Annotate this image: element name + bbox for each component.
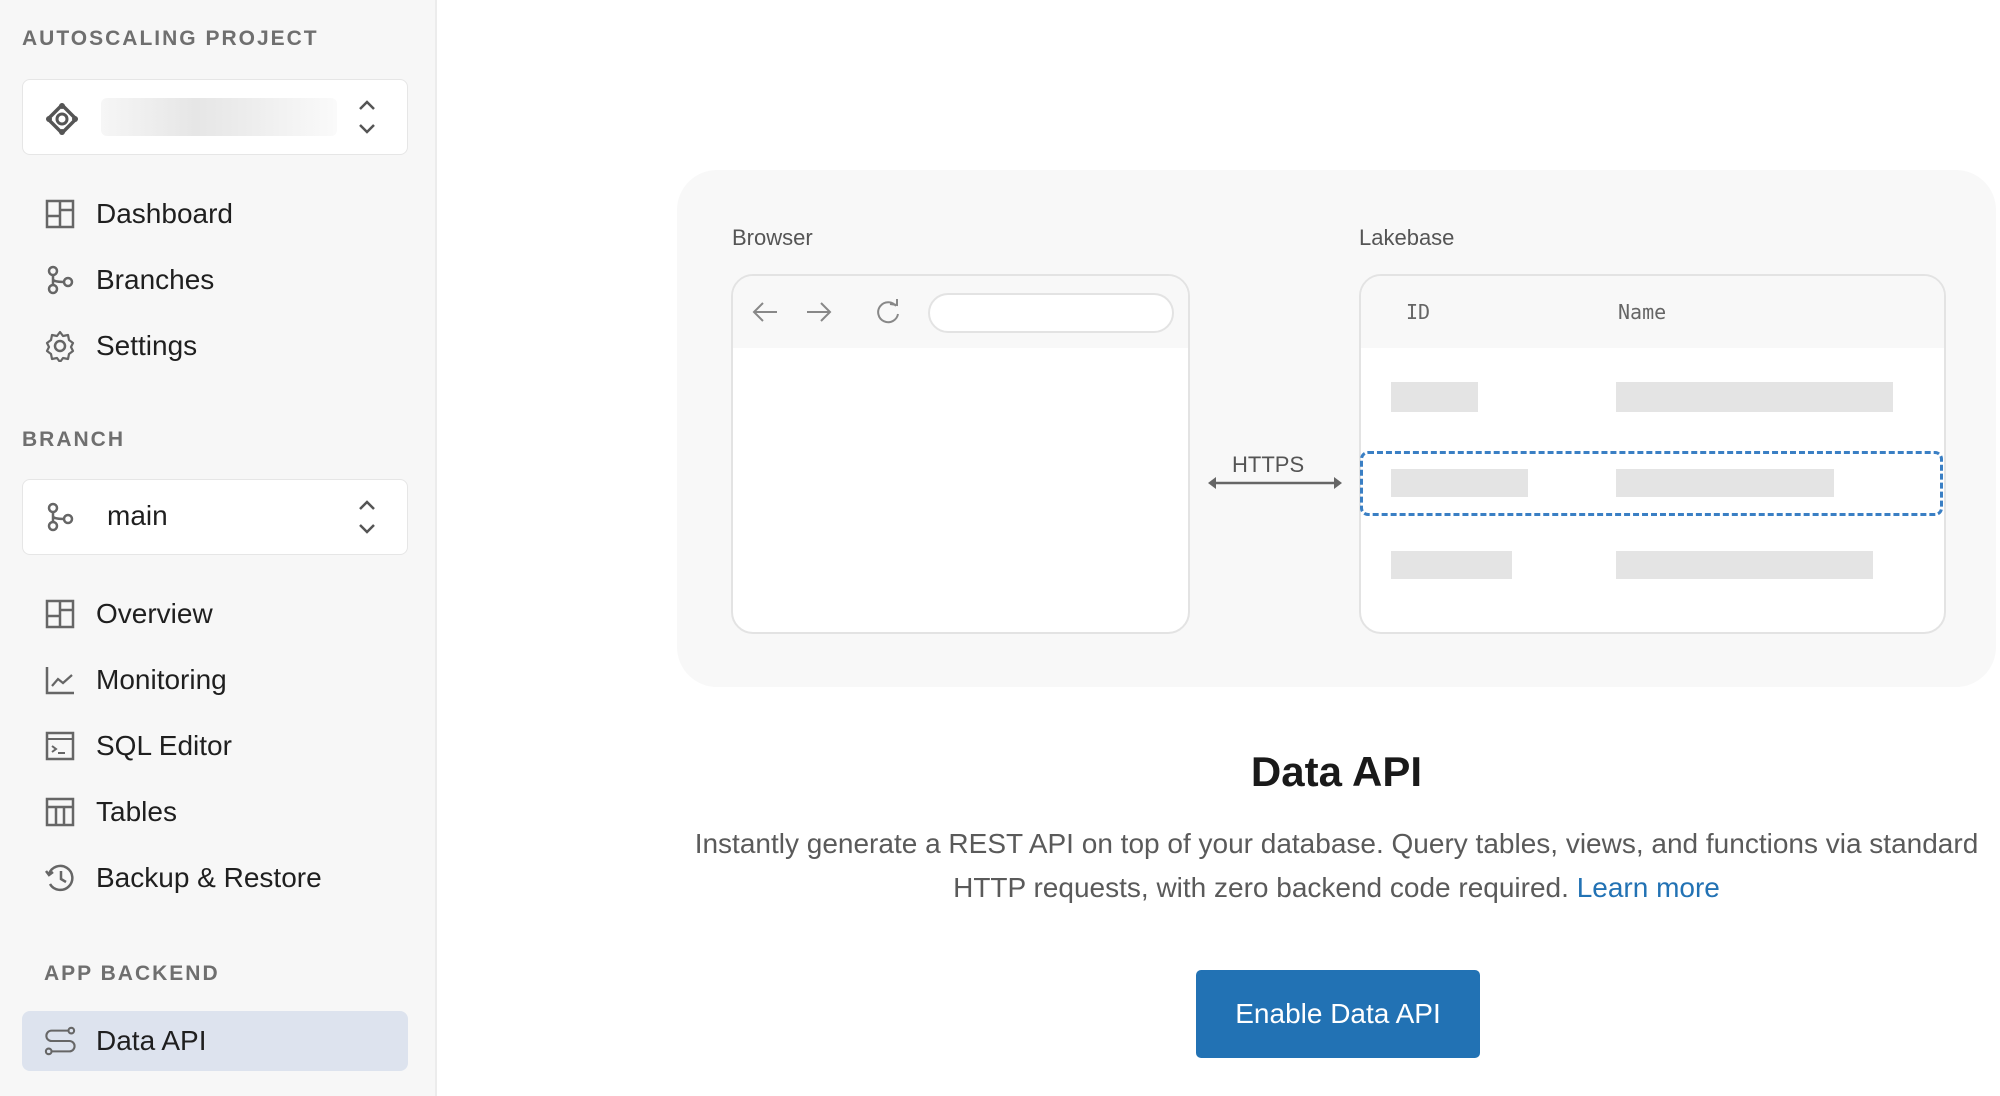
lakebase-label: Lakebase bbox=[1359, 225, 1455, 250]
dashboard-icon bbox=[44, 198, 76, 230]
sidebar-item-tables[interactable]: Tables bbox=[22, 782, 408, 842]
history-icon bbox=[44, 862, 76, 894]
description-text: Instantly generate a REST API on top of … bbox=[694, 828, 1979, 903]
branch-icon bbox=[45, 502, 75, 537]
section-label-project: AUTOSCALING PROJECT bbox=[22, 27, 319, 50]
browser-mockup bbox=[731, 274, 1190, 634]
chevron-up-down-icon bbox=[357, 498, 377, 541]
placeholder-cell bbox=[1391, 551, 1512, 579]
sidebar: AUTOSCALING PROJECT Dashboard Branches S… bbox=[0, 0, 437, 1096]
highlighted-row bbox=[1360, 451, 1943, 516]
double-arrow-icon bbox=[1206, 475, 1344, 496]
gear-icon bbox=[44, 330, 76, 362]
sidebar-item-monitoring[interactable]: Monitoring bbox=[22, 650, 408, 710]
section-label-branch: BRANCH bbox=[22, 428, 125, 451]
refresh-icon bbox=[874, 298, 902, 331]
branch-value: main bbox=[107, 500, 168, 531]
lakebase-table-mockup: ID Name bbox=[1359, 274, 1946, 634]
project-icon bbox=[45, 102, 79, 141]
address-bar bbox=[928, 293, 1174, 333]
sidebar-item-overview[interactable]: Overview bbox=[22, 584, 408, 644]
chart-line-icon bbox=[44, 664, 76, 696]
browser-label: Browser bbox=[732, 225, 813, 250]
enable-data-api-button[interactable]: Enable Data API bbox=[1196, 970, 1480, 1058]
placeholder-cell bbox=[1616, 551, 1873, 579]
placeholder-cell bbox=[1391, 382, 1478, 412]
sidebar-item-data-api[interactable]: Data API bbox=[22, 1011, 408, 1071]
branch-icon bbox=[44, 264, 76, 296]
terminal-icon bbox=[44, 730, 76, 762]
sidebar-item-dashboard[interactable]: Dashboard bbox=[22, 184, 408, 244]
sidebar-item-settings[interactable]: Settings bbox=[22, 316, 408, 376]
dashboard-icon bbox=[44, 598, 76, 630]
page-title: Data API bbox=[1250, 748, 1423, 795]
route-icon bbox=[44, 1025, 76, 1057]
https-label: HTTPS bbox=[1232, 452, 1305, 477]
table-header bbox=[1361, 276, 1944, 348]
column-header-name: Name bbox=[1618, 300, 1667, 324]
sidebar-item-backup-restore[interactable]: Backup & Restore bbox=[22, 848, 408, 908]
chevron-up-down-icon bbox=[357, 98, 377, 141]
arrow-right-icon bbox=[805, 300, 833, 329]
page-description: Instantly generate a REST API on top of … bbox=[677, 822, 1996, 910]
arrow-left-icon bbox=[751, 300, 779, 329]
placeholder-cell bbox=[1616, 382, 1893, 412]
placeholder-cell bbox=[1391, 469, 1528, 497]
branch-selector[interactable]: main bbox=[22, 479, 408, 555]
sidebar-item-sql-editor[interactable]: SQL Editor bbox=[22, 716, 408, 776]
sidebar-item-branches[interactable]: Branches bbox=[22, 250, 408, 310]
project-selector[interactable] bbox=[22, 79, 408, 155]
column-header-id: ID bbox=[1406, 300, 1431, 324]
project-name-redacted bbox=[101, 98, 337, 136]
section-label-app-backend: APP BACKEND bbox=[44, 962, 220, 985]
learn-more-link[interactable]: Learn more bbox=[1576, 872, 1720, 903]
table-icon bbox=[44, 796, 76, 828]
placeholder-cell bbox=[1616, 469, 1834, 497]
